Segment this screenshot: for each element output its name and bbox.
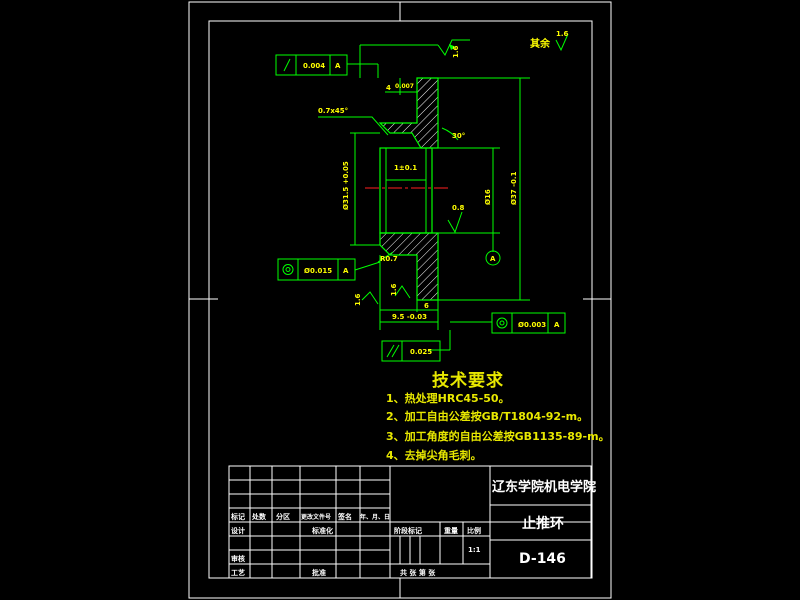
concentricity-right-value: Ø0.003 <box>518 321 546 329</box>
concentricity-left-value: Ø0.015 <box>304 267 332 275</box>
runout-top-ref: A <box>335 62 341 70</box>
hdr-mark: 标记 <box>230 512 245 521</box>
datum-symbol <box>485 250 501 266</box>
concentricity-frame-right <box>491 312 566 334</box>
roughness-top-value: 1.6 <box>452 45 460 58</box>
dim-outer-dia: Ø37 -0.1 <box>510 171 518 205</box>
runout-frame-top <box>275 54 348 76</box>
dim-width-step: 9.5 -0.03 <box>392 313 427 321</box>
label-ratio: 比例 <box>467 526 481 535</box>
roughness-symbol-rest <box>555 33 569 52</box>
roughness-symbol-bore <box>447 211 463 234</box>
roughness-symbol-bottom <box>394 285 411 299</box>
roughness-rest-value: 1.6 <box>556 30 569 38</box>
tech-requirement-1: 1、热处理HRC45-50。 <box>386 392 510 405</box>
hdr-date: 年、月、日 <box>360 513 390 521</box>
drawing-number: D-146 <box>519 551 566 567</box>
hdr-count: 处数 <box>251 512 267 521</box>
hdr-sign: 签名 <box>337 512 352 521</box>
tech-requirement-2: 2、加工自由公差按GB/T1804-92-m。 <box>386 410 589 423</box>
dim-small-top-prefix: 4 <box>386 84 391 92</box>
label-process: 工艺 <box>231 568 245 577</box>
concentricity-left-ref: A <box>343 267 349 275</box>
chamfer-label: 0.7x45° <box>318 107 348 115</box>
part-section <box>365 77 450 301</box>
dim-bore-dia: Ø16 <box>484 189 492 205</box>
roughness-left-value: 1.6 <box>354 293 362 306</box>
label-approve: 批准 <box>312 568 326 577</box>
parallelism-frame <box>381 340 441 362</box>
dim-small-top: 0.007 <box>395 83 414 90</box>
dim-r07: R0.7 <box>380 255 398 263</box>
angle-label: 30° <box>452 132 465 140</box>
hdr-zone: 分区 <box>276 512 290 521</box>
roughness-bore-value: 0.8 <box>452 204 465 212</box>
concentricity-frame-left <box>277 258 356 281</box>
datum-label: A <box>490 255 496 263</box>
title-block <box>228 465 592 579</box>
runout-top-value: 0.004 <box>303 62 325 70</box>
label-design: 设计 <box>231 526 245 535</box>
bore <box>379 147 433 234</box>
parallelism-value: 0.025 <box>410 348 432 356</box>
tech-requirement-4: 4、去掉尖角毛刺。 <box>386 449 482 462</box>
lower-section-hatch <box>379 232 439 301</box>
dim-width-total: 6 <box>424 302 429 310</box>
roughness-symbol-left <box>361 291 379 305</box>
scale-value: 1:1 <box>468 546 481 554</box>
label-review: 审核 <box>231 554 245 563</box>
label-weight: 重量 <box>444 526 458 535</box>
roughness-bottom-value: 1.6 <box>390 283 398 296</box>
dimension-lines <box>318 44 530 351</box>
part-name: 止推环 <box>522 515 564 532</box>
hdr-change: 更改文件号 <box>301 513 331 521</box>
label-sheets: 共 张 第 张 <box>400 568 436 577</box>
concentricity-right-ref: A <box>554 321 560 329</box>
label-stage: 阶段标记 <box>394 526 422 535</box>
school-name: 辽东学院机电学院 <box>492 479 596 495</box>
tech-requirement-3: 3、加工角度的自由公差按GB1135-89-m。 <box>386 430 610 443</box>
dim-bore-width: 1±0.1 <box>394 164 417 172</box>
label-standardization: 标准化 <box>311 526 333 535</box>
roughness-rest-label: 其余 <box>530 37 551 50</box>
tech-requirements-title: 技术要求 <box>432 371 504 391</box>
dim-left-dia: Ø31.5 +0.05 <box>342 161 350 210</box>
roughness-symbol-top <box>437 39 470 56</box>
upper-section-hatch <box>378 77 439 149</box>
